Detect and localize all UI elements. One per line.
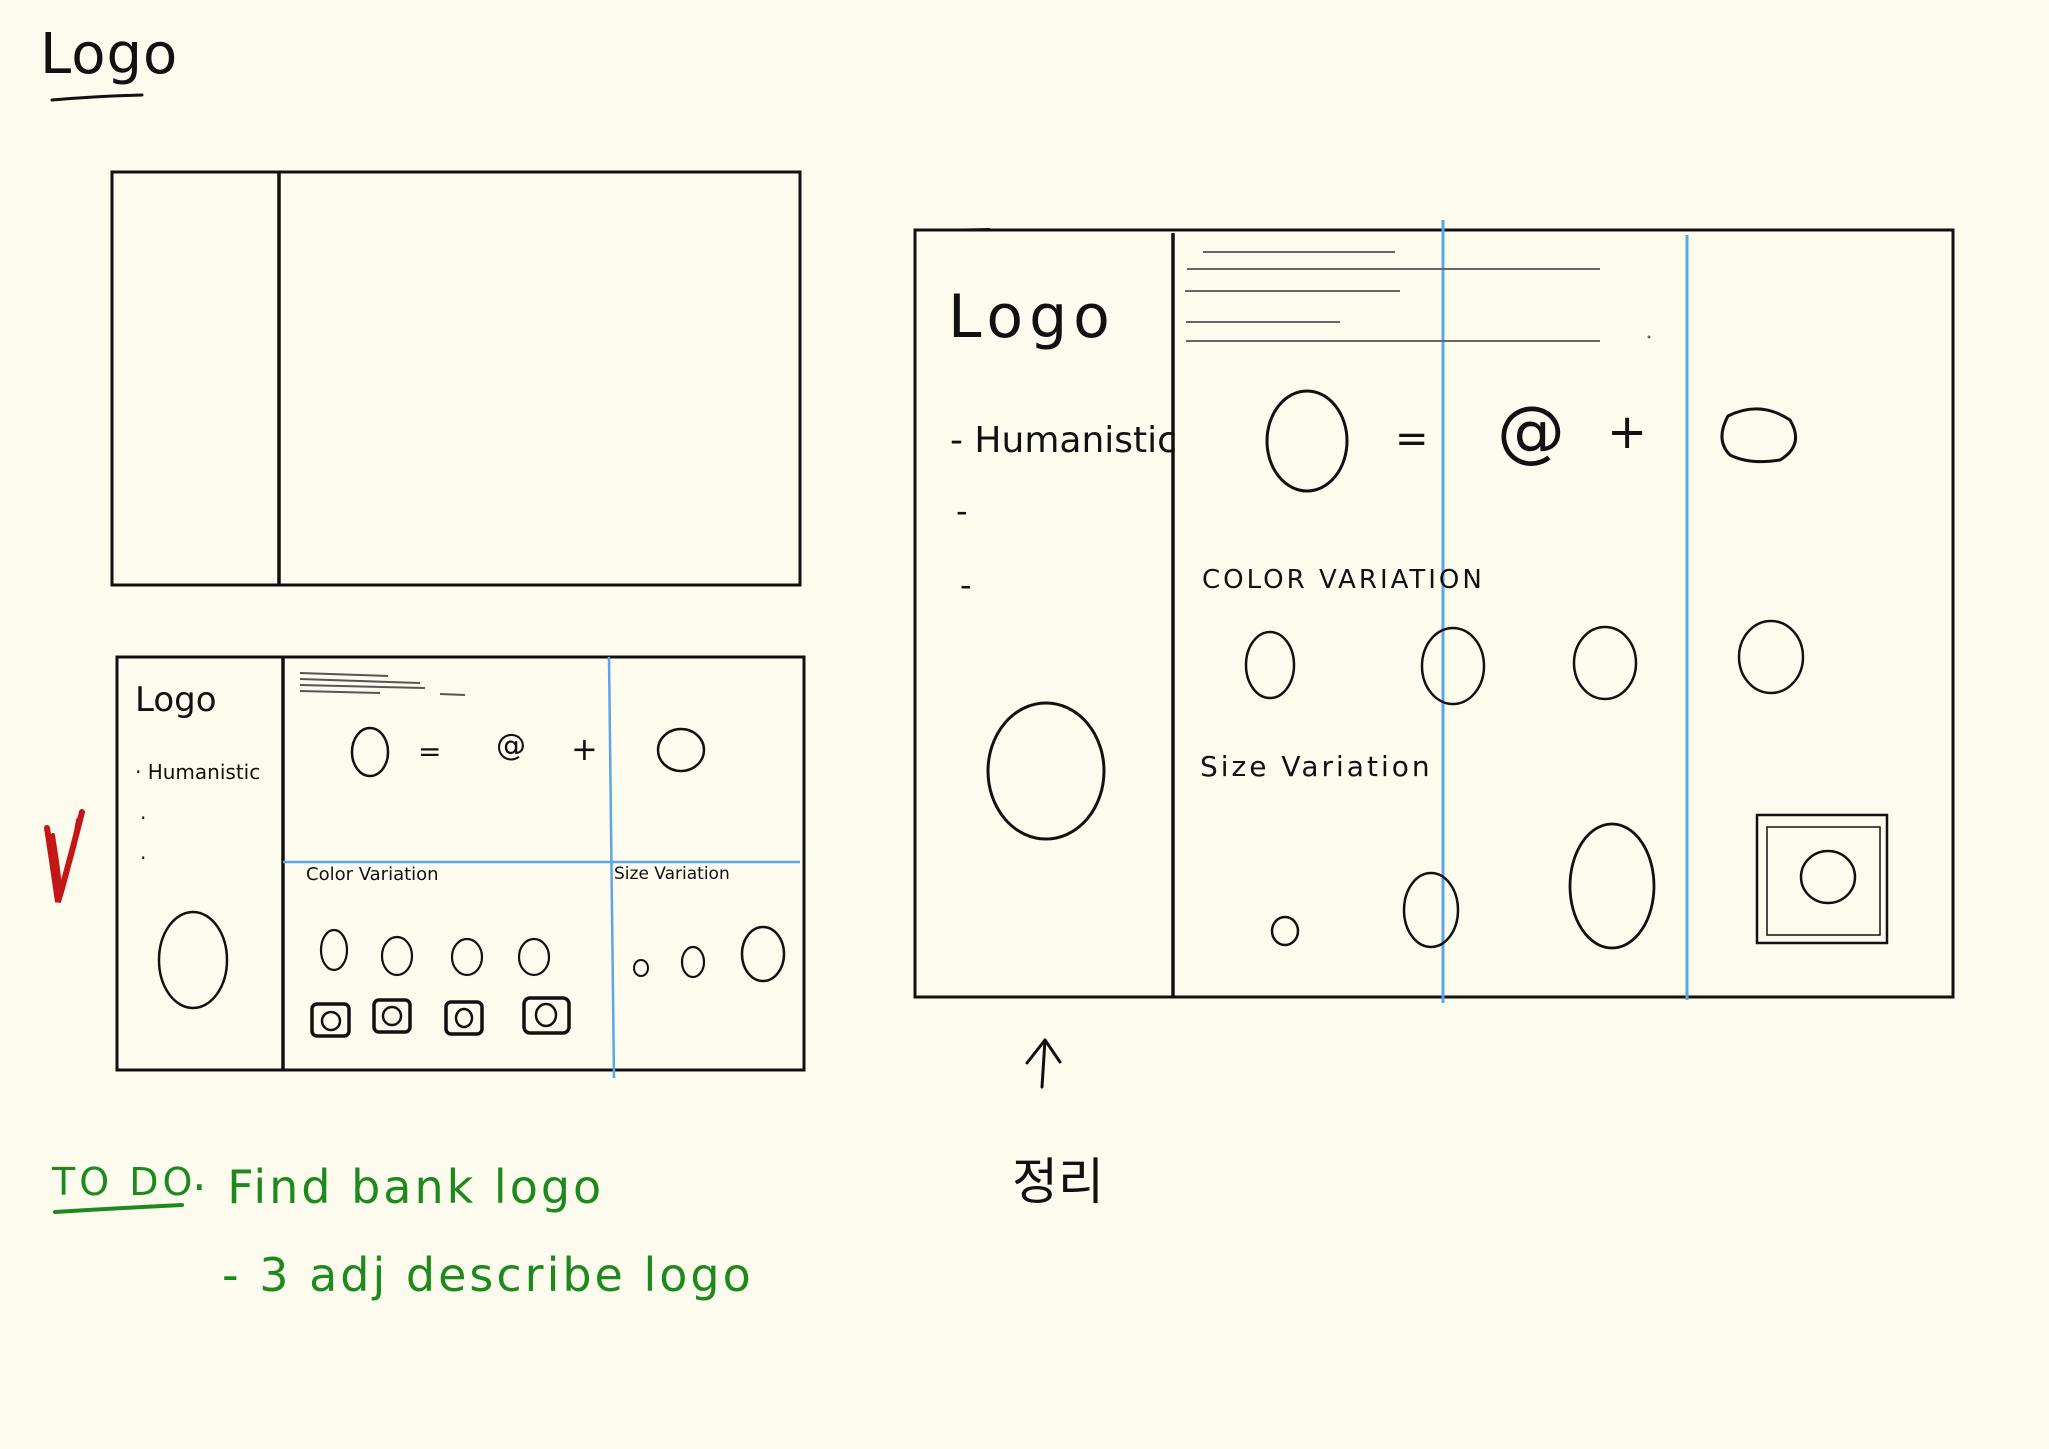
small-plus-symbol: + [571,730,598,768]
small-sidebar-item-2: · [140,806,147,830]
large-plus-symbol: + [1607,404,1648,460]
large-color-variation-label: COLOR VARIATION [1202,565,1485,595]
large-sidebar-item-2: - [956,492,968,530]
small-sidebar-item-1: · Humanistic [135,760,261,784]
large-at-symbol: @ [1497,392,1565,471]
todo-item-2: - 3 adj describe logo [222,1248,754,1302]
small-color-variation-label: Color Variation [306,864,439,885]
todo-label: TO DO [52,1160,197,1204]
large-equals-symbol: = [1395,416,1429,462]
todo-item-1: · Find bank logo [192,1160,605,1214]
arrow-label: 정리 [1012,1153,1104,1211]
small-sidebar-title: Logo [135,680,217,720]
large-sidebar-item-1: - Humanistic [950,420,1177,461]
large-sidebar-item-3: - [960,566,972,604]
page-title: Logo [40,22,179,87]
small-sidebar-item-3: · [140,846,147,870]
small-equals-symbol: = [418,735,442,768]
small-at-symbol: @ [496,728,526,763]
large-sidebar-title: Logo [948,282,1116,352]
large-size-variation-label: Size Variation [1200,750,1433,783]
small-size-variation-label: Size Variation [614,864,730,884]
